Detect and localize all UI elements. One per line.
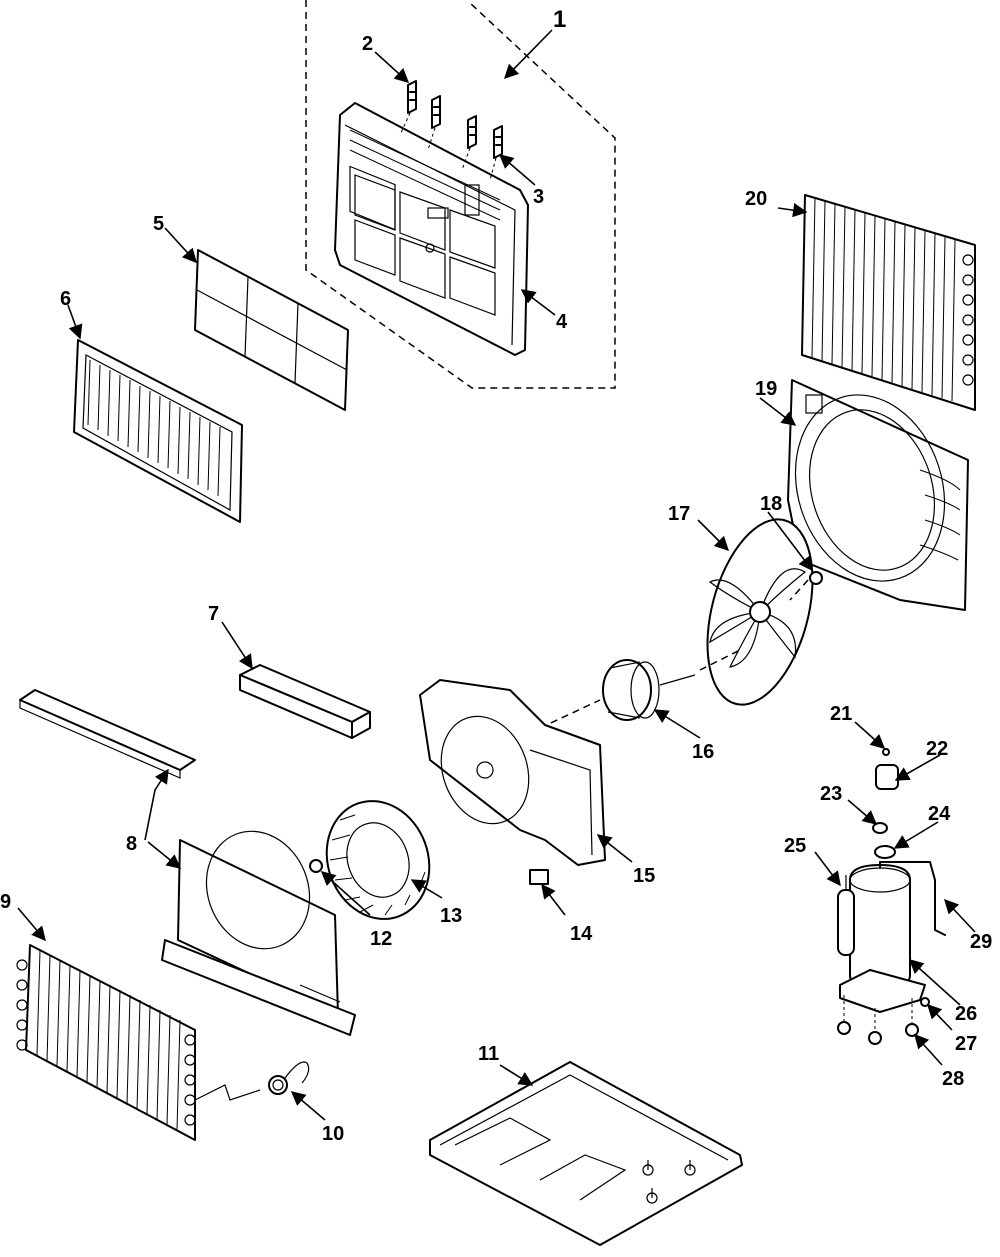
callout-25: 25	[784, 835, 806, 857]
callout-7: 7	[208, 603, 219, 625]
callout-18: 18	[760, 493, 782, 515]
callout-6: 6	[60, 288, 71, 310]
partition-and-tray	[19, 689, 356, 1036]
evaporator-coil	[16, 944, 261, 1141]
blower-wheel	[325, 800, 431, 920]
callout-10: 10	[322, 1123, 344, 1145]
capillary-tube	[268, 1061, 310, 1095]
callout-leaders	[17, 29, 976, 1121]
callout-27: 27	[955, 1033, 977, 1055]
callout-17: 17	[668, 503, 690, 525]
callout-8: 8	[126, 833, 137, 855]
front-grille	[73, 339, 243, 523]
callout-12: 12	[370, 928, 392, 950]
blower-nut	[309, 859, 323, 873]
blower-housing	[419, 679, 606, 866]
callout-16: 16	[692, 741, 714, 763]
callout-22: 22	[926, 738, 948, 760]
air-filter	[194, 249, 349, 411]
callout-29: 29	[970, 931, 992, 953]
evaporator-cover	[239, 664, 371, 739]
front-panel-assembly-outline	[305, 0, 616, 389]
base-pan	[429, 1061, 743, 1246]
callout-14: 14	[570, 923, 593, 945]
front-panel-frame	[334, 102, 529, 356]
callout-2: 2	[362, 33, 373, 55]
callout-1: 1	[553, 6, 566, 33]
callout-13: 13	[440, 905, 462, 927]
callout-15: 15	[633, 865, 655, 887]
callout-23: 23	[820, 783, 842, 805]
housing-clip	[529, 869, 549, 885]
panel-clips	[399, 80, 503, 181]
callout-3: 3	[533, 186, 544, 208]
callout-19: 19	[755, 378, 777, 400]
callout-11: 11	[478, 1043, 499, 1065]
callout-labels: 1 2 3 4 5 6 7 8 9 10 11 12 13 14 15 16 1…	[0, 6, 992, 1145]
fan-nut	[809, 571, 823, 585]
callout-20: 20	[745, 188, 767, 210]
condenser-fan-blade	[706, 518, 814, 706]
condenser-coil	[801, 194, 976, 411]
callout-26: 26	[955, 1003, 977, 1025]
fan-shroud	[787, 379, 969, 611]
callout-4: 4	[556, 311, 568, 333]
callout-5: 5	[153, 213, 164, 235]
callout-24: 24	[928, 803, 951, 825]
callout-21: 21	[830, 703, 852, 725]
callout-28: 28	[942, 1068, 964, 1090]
compressor-assembly	[837, 748, 946, 1045]
callout-9: 9	[0, 891, 11, 913]
fan-motor	[539, 649, 741, 729]
